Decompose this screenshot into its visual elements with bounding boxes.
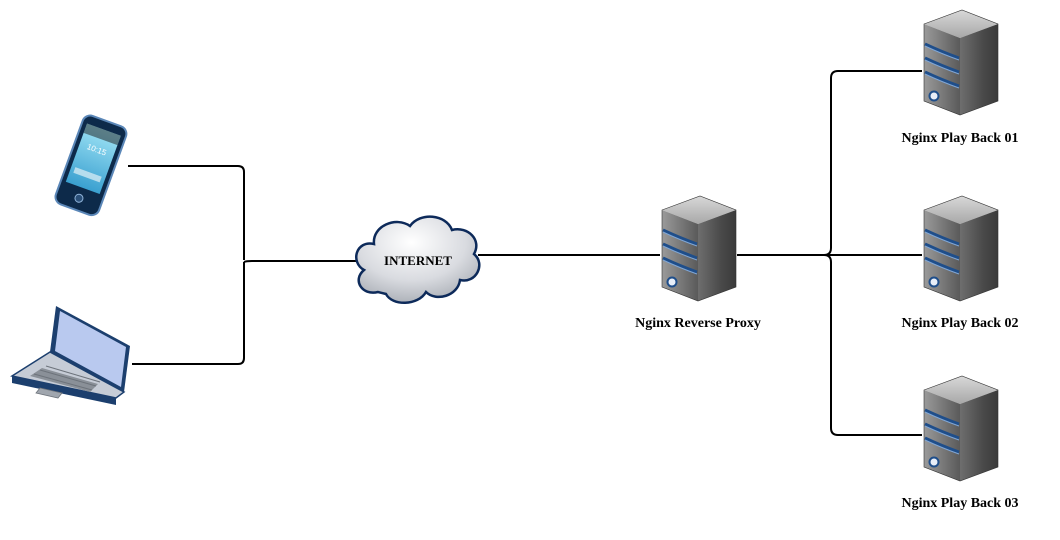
connections xyxy=(128,70,922,436)
mobile-phone-icon: 10:15 xyxy=(54,114,128,217)
laptop-link xyxy=(132,262,245,365)
clients-to-internet-link xyxy=(243,260,358,263)
playback-01-server-icon xyxy=(922,8,1000,117)
internet-cloud-icon xyxy=(355,215,481,304)
laptop-icon xyxy=(10,306,130,405)
phone-link xyxy=(128,165,245,260)
internet-label: INTERNET xyxy=(384,253,452,268)
proxy-to-playback1-link xyxy=(737,70,922,256)
playback-02-server-icon xyxy=(922,194,1000,303)
playback-01-label: Nginx Play Back 01 xyxy=(901,131,1019,146)
reverse-proxy-server-icon xyxy=(660,194,738,303)
reverse-proxy-label: Nginx Reverse Proxy xyxy=(635,316,761,331)
playback-02-label: Nginx Play Back 02 xyxy=(901,316,1019,331)
playback-03-server-icon xyxy=(922,374,1000,483)
proxy-to-playback3-link xyxy=(823,254,922,436)
playback-03-label: Nginx Play Back 03 xyxy=(901,496,1019,511)
